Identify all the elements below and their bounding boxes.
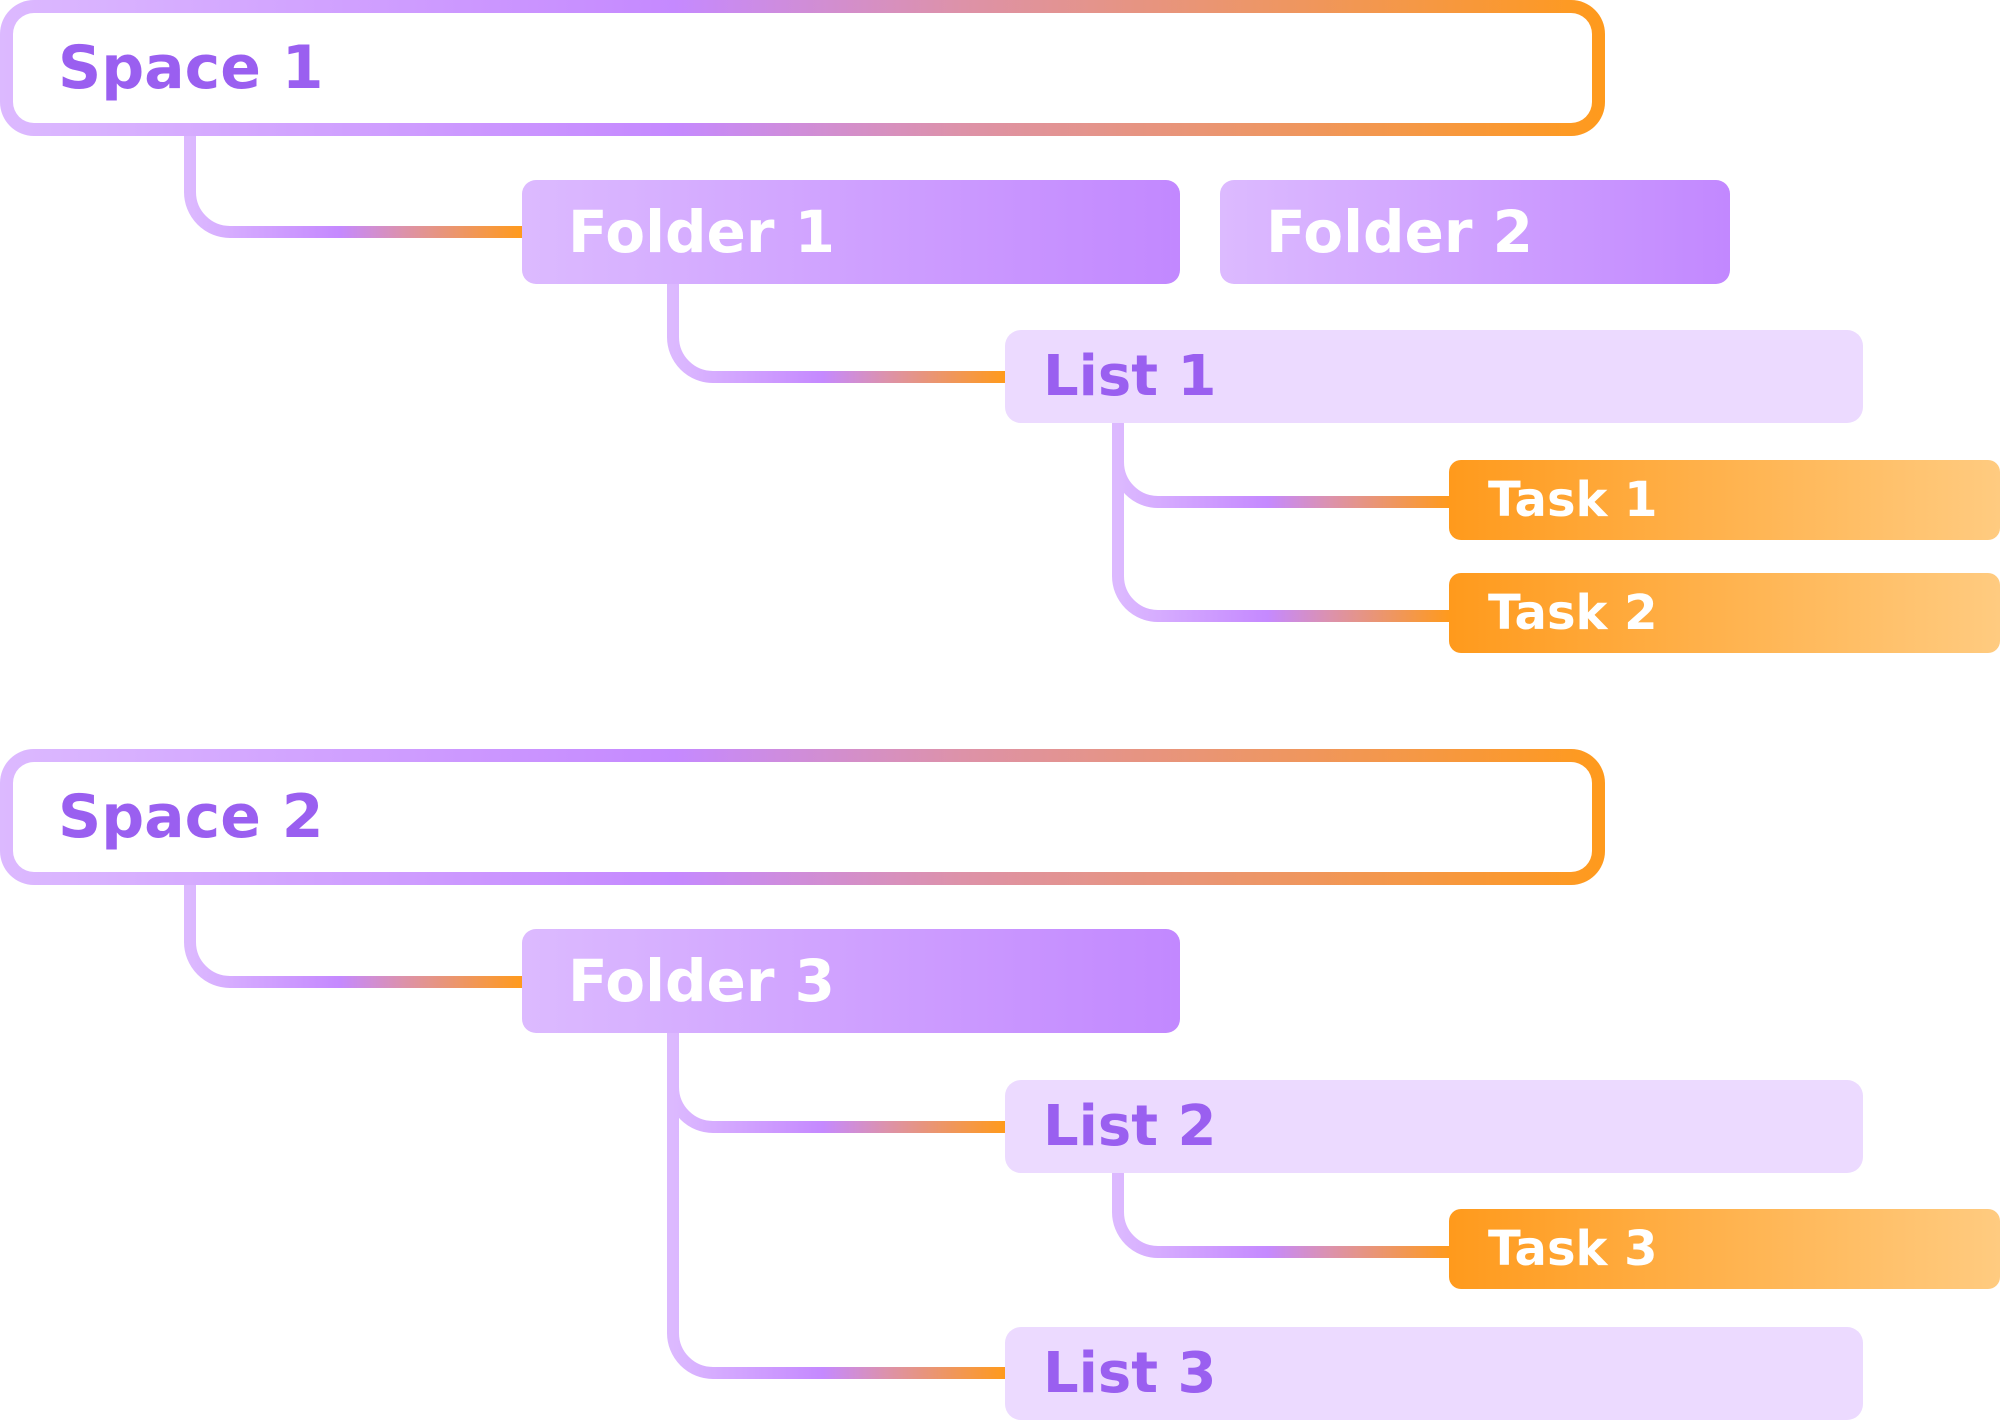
- list-1-label: List 1: [1043, 344, 1217, 409]
- folder-3-label: Folder 3: [568, 947, 836, 1015]
- space-2-label: Space 2: [58, 782, 324, 852]
- connector-list1-task1: [1112, 422, 1450, 508]
- list-2-node: List 2: [1005, 1080, 1863, 1173]
- task-3-node: Task 3: [1449, 1209, 2000, 1289]
- list-2-label: List 2: [1043, 1094, 1217, 1159]
- space-2-node: Space 2: [0, 749, 1605, 885]
- task-1-node: Task 1: [1449, 460, 2000, 540]
- task-2-label: Task 2: [1488, 585, 1658, 641]
- connector-list1-task2: [1112, 422, 1450, 622]
- connector-folder1-list1: [667, 283, 1005, 383]
- connector-space2-folder3: [184, 882, 522, 988]
- list-1-node: List 1: [1005, 330, 1863, 423]
- connector-list2-task3: [1112, 1172, 1450, 1258]
- connector-folder3-list2: [667, 1032, 1005, 1133]
- list-3-node: List 3: [1005, 1327, 1863, 1420]
- folder-1-node: Folder 1: [522, 180, 1180, 284]
- list-3-label: List 3: [1043, 1341, 1217, 1406]
- folder-2-label: Folder 2: [1266, 198, 1534, 266]
- folder-3-node: Folder 3: [522, 929, 1180, 1033]
- task-3-label: Task 3: [1488, 1221, 1658, 1277]
- task-2-node: Task 2: [1449, 573, 2000, 653]
- connector-space1-folder1: [184, 132, 522, 238]
- space-1-node: Space 1: [0, 0, 1605, 136]
- connector-folder3-list3: [667, 1032, 1005, 1379]
- space-1-label: Space 1: [58, 33, 324, 103]
- folder-1-label: Folder 1: [568, 198, 836, 266]
- folder-2-node: Folder 2: [1220, 180, 1730, 284]
- task-1-label: Task 1: [1488, 472, 1658, 528]
